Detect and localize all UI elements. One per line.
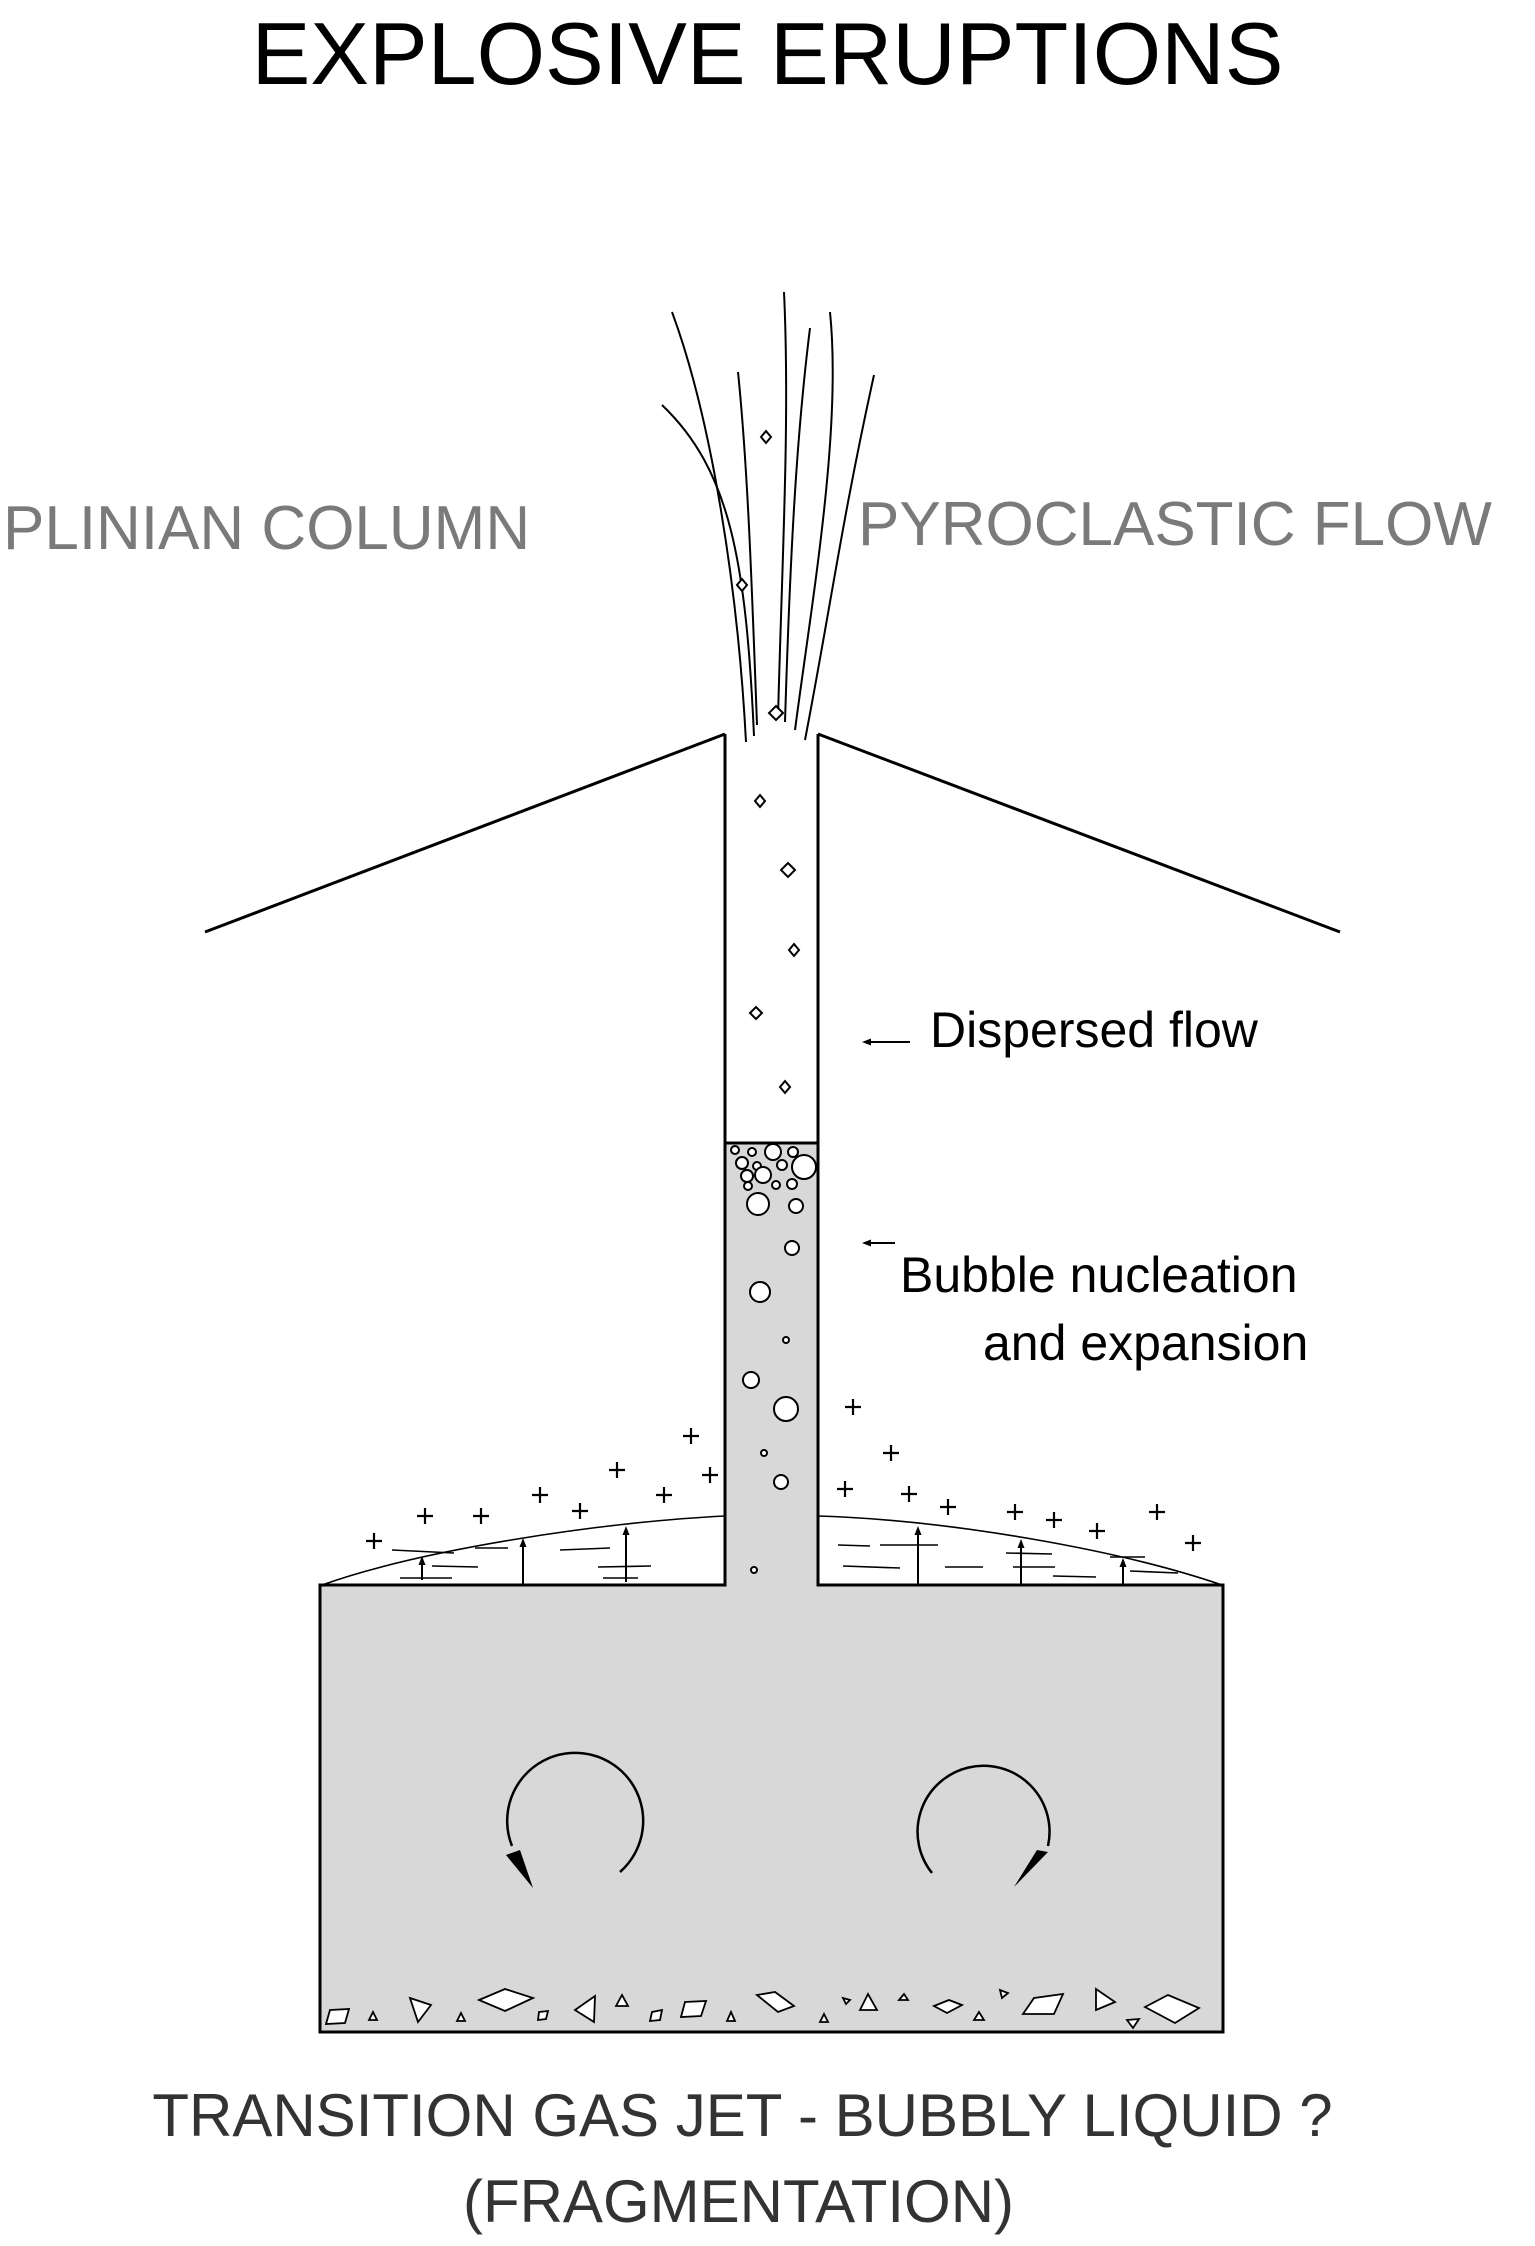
gas-plus-symbols [366, 1399, 1201, 1551]
expansion-label: and expansion [983, 1315, 1309, 1371]
dispersed-flow-label: Dispersed flow [930, 1002, 1258, 1058]
chamber-floor-crystals [324, 1987, 1201, 2030]
degassing-arrows [418, 1526, 1127, 1584]
conduit-bubbles [730, 1143, 817, 1574]
volcano-left-flank [204, 732, 726, 934]
jet-fragments [735, 429, 801, 1095]
chamber-roof-lens [321, 1515, 1223, 1586]
convection-left-head [506, 1850, 533, 1888]
caption-transition: TRANSITION GAS JET - BUBBLY LIQUID ? [152, 2082, 1333, 2149]
convection-right-arc [916, 1764, 1051, 1874]
bubble-nucleation-label: Bubble nucleation [900, 1247, 1298, 1303]
caption-fragmentation: (FRAGMENTATION) [462, 2168, 1015, 2235]
magma-chamber [318, 1141, 1225, 2034]
plinian-column-label: PLINIAN COLUMN [3, 494, 531, 563]
page-title: EXPLOSIVE ERUPTIONS [251, 4, 1284, 103]
eruption-jet [661, 291, 875, 743]
convection-right-head [1014, 1850, 1048, 1887]
pyroclastic-flow-label: PYROCLASTIC FLOW [858, 490, 1492, 559]
volcano-right-flank [817, 732, 1341, 934]
convection-left-arc [505, 1751, 645, 1873]
